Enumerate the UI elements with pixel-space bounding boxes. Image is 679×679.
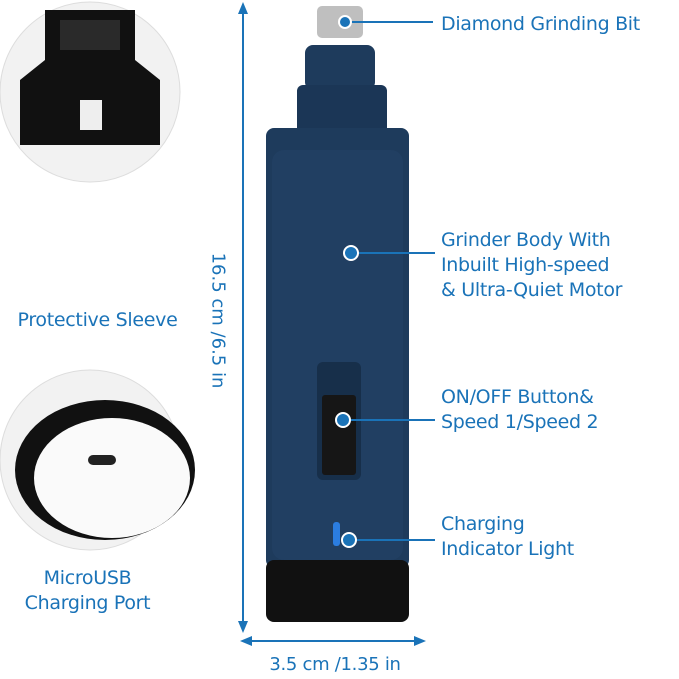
- width-arrow: [240, 636, 426, 646]
- protective-sleeve-image: [0, 1, 181, 183]
- label-microusb-port: MicroUSB Charging Port: [0, 566, 175, 616]
- callout-dot-body: [343, 245, 359, 261]
- label-charging-indicator: Charging Indicator Light: [441, 512, 574, 562]
- label-grinder-body: Grinder Body With Inbuilt High-speed & U…: [441, 228, 622, 303]
- label-line: & Ultra-Quiet Motor: [441, 279, 623, 301]
- label-line: MicroUSB: [43, 567, 132, 589]
- grinder-device: [266, 6, 409, 622]
- width-dimension-label: 3.5 cm /1.35 in: [269, 654, 401, 675]
- label-diamond-grinding-bit: Diamond Grinding Bit: [441, 13, 640, 35]
- label-onoff-button: ON/OFF Button& Speed 1/Speed 2: [441, 385, 599, 435]
- height-arrow: [238, 2, 248, 633]
- height-dimension-label: 16.5 cm /6.5 in: [207, 252, 229, 389]
- callout-dot-button: [335, 412, 351, 428]
- callout-dot-bit: [338, 15, 352, 29]
- label-line: Charging: [441, 513, 525, 535]
- label-line: Charging Port: [24, 592, 151, 614]
- label-line: Grinder Body With: [441, 229, 611, 251]
- label-line: Inbuilt High-speed: [441, 254, 610, 276]
- label-line: Speed 1/Speed 2: [441, 411, 599, 433]
- label-line: Indicator Light: [441, 538, 574, 560]
- label-protective-sleeve: Protective Sleeve: [17, 309, 178, 331]
- microusb-port-image: [0, 369, 195, 551]
- callout-dot-indicator: [341, 532, 357, 548]
- label-line: ON/OFF Button&: [441, 386, 594, 408]
